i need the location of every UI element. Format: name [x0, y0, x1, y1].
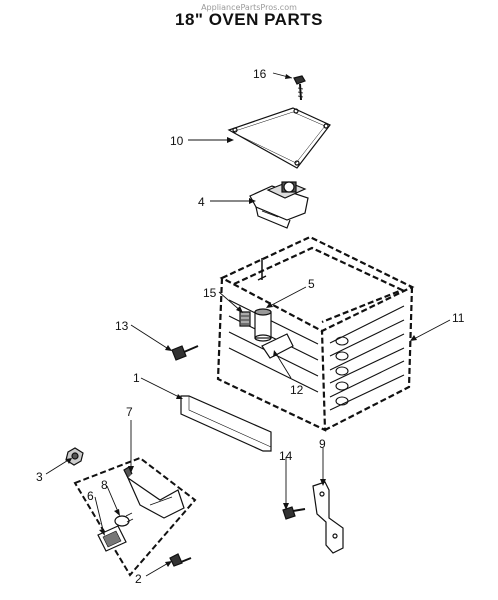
part-13-screw[interactable]	[171, 345, 199, 361]
callout-4[interactable]: 4	[198, 195, 205, 209]
part-6-lens[interactable]	[97, 525, 127, 552]
part-2-screw[interactable]	[169, 553, 192, 567]
callout-labels: 16 10 4 5 15 11 13 12 1 7 3 8 6 9 14 2	[36, 67, 465, 586]
part-9-hinge-bracket[interactable]	[312, 481, 344, 554]
callout-12[interactable]: 12	[290, 383, 304, 397]
oven-cavity-ribs	[228, 258, 405, 411]
callout-13[interactable]: 13	[115, 319, 129, 333]
callout-11[interactable]: 11	[452, 311, 465, 325]
leader-lines	[45, 72, 451, 577]
callout-2[interactable]: 2	[135, 572, 142, 586]
part-12-bracket[interactable]	[261, 333, 294, 359]
callout-5[interactable]: 5	[308, 277, 315, 291]
callout-9[interactable]: 9	[319, 437, 326, 451]
part-5-sensor[interactable]	[254, 308, 272, 342]
callout-7[interactable]: 7	[126, 405, 133, 419]
part-1-panel[interactable]	[180, 395, 272, 452]
callout-15[interactable]: 15	[203, 286, 217, 300]
leader-arrowheads	[66, 74, 417, 567]
callout-14[interactable]: 14	[279, 449, 293, 463]
callout-8[interactable]: 8	[101, 478, 108, 492]
part-8-bulb[interactable]	[114, 512, 134, 527]
callout-1[interactable]: 1	[133, 371, 140, 385]
part-11-oven-cavity[interactable]	[216, 235, 415, 432]
page-title: 18" OVEN PARTS	[175, 10, 323, 29]
part-15-screw[interactable]	[239, 311, 251, 327]
part-4-thermostat[interactable]	[249, 181, 309, 229]
callout-3[interactable]: 3	[36, 470, 43, 484]
callout-10[interactable]: 10	[170, 134, 184, 148]
part-10-plate[interactable]	[227, 107, 331, 169]
callout-6[interactable]: 6	[87, 489, 94, 503]
callout-16[interactable]: 16	[253, 67, 267, 81]
watermark-text: AppliancePartsPros.com	[201, 3, 297, 12]
part-16-screw[interactable]	[293, 75, 306, 101]
